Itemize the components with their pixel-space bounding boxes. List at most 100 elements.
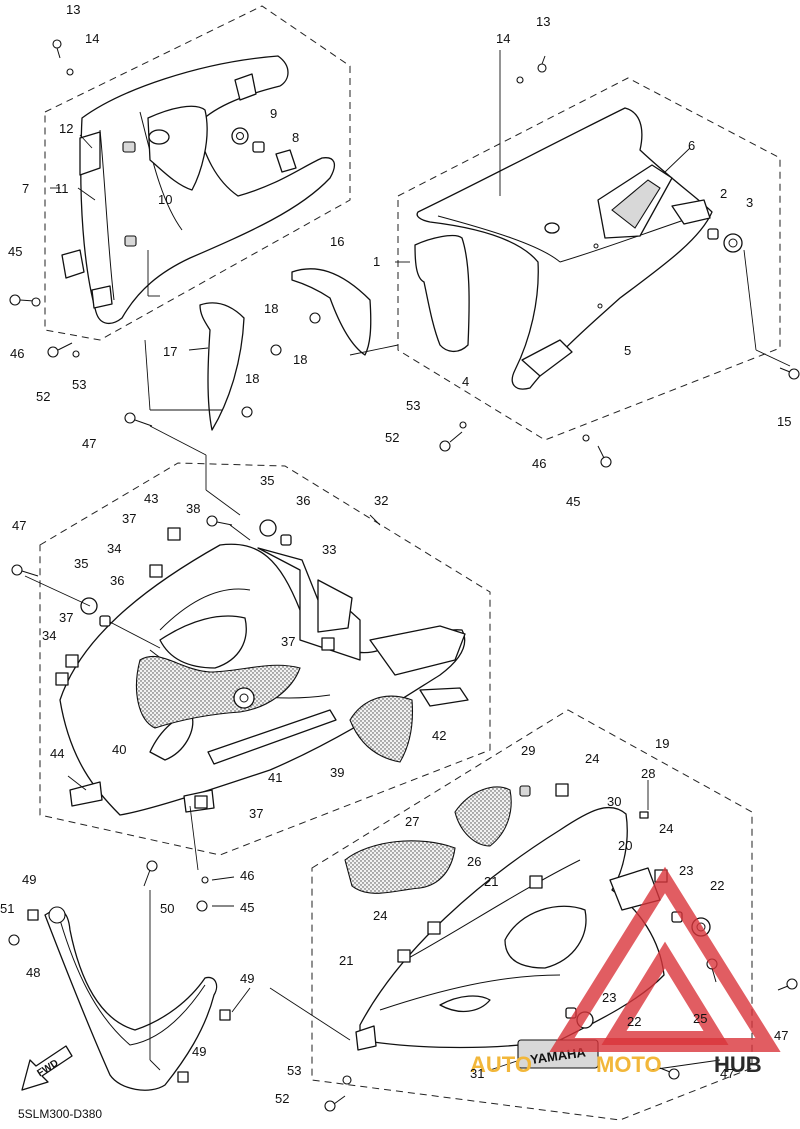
callout-45b: 45 <box>566 494 580 509</box>
callout-labels: 1 2 3 4 5 6 7 8 9 10 11 12 13 14 13 14 1… <box>0 2 791 1106</box>
part-40-pad <box>136 655 301 729</box>
group-boundary-19 <box>311 709 753 1121</box>
callout-22a: 22 <box>710 878 724 893</box>
callout-14b: 14 <box>496 31 510 46</box>
watermark-logo: AUTO MOTO HUB <box>470 866 781 1077</box>
callout-19: 19 <box>655 736 669 751</box>
callout-24c: 24 <box>373 908 387 923</box>
callout-21b: 21 <box>339 953 353 968</box>
callout-32: 32 <box>374 493 388 508</box>
callout-23a: 23 <box>679 863 693 878</box>
part-19-lower-cowling: YAMAHA <box>355 806 665 1069</box>
callout-34a: 34 <box>107 541 121 556</box>
callout-35a: 35 <box>260 473 274 488</box>
watermark-text-hub: HUB <box>714 1052 762 1077</box>
callout-3: 3 <box>746 195 753 210</box>
callout-48: 48 <box>26 965 40 980</box>
callout-24b: 24 <box>659 821 673 836</box>
callout-37c: 37 <box>281 634 295 649</box>
callout-47b: 47 <box>12 518 26 533</box>
callout-30: 30 <box>607 794 621 809</box>
part-8-collar <box>252 141 265 153</box>
callout-44: 44 <box>50 746 64 761</box>
group-boundary-1 <box>397 77 781 441</box>
callout-47d: 47 <box>720 1066 734 1081</box>
callout-15: 15 <box>777 414 791 429</box>
callout-13b: 13 <box>536 14 550 29</box>
callout-51: 51 <box>0 901 14 916</box>
callout-46b: 46 <box>532 456 546 471</box>
callout-36a: 36 <box>296 493 310 508</box>
callout-17: 17 <box>163 344 177 359</box>
callout-11: 11 <box>55 181 69 196</box>
callout-25: 25 <box>693 1011 707 1026</box>
callout-45c: 45 <box>240 900 254 915</box>
callout-9: 9 <box>270 106 277 121</box>
callout-8: 8 <box>292 130 299 145</box>
callout-45a: 45 <box>8 244 22 259</box>
callout-20: 20 <box>618 838 632 853</box>
callout-12: 12 <box>59 121 73 136</box>
part-4-inner-panel <box>414 234 470 353</box>
callout-35b: 35 <box>74 556 88 571</box>
callout-13: 13 <box>66 2 80 17</box>
callout-29: 29 <box>521 743 535 758</box>
callout-5: 5 <box>624 343 631 358</box>
callout-52a: 52 <box>36 389 50 404</box>
leader-lines <box>24 50 791 1071</box>
callout-53b: 53 <box>406 398 420 413</box>
callout-37b: 37 <box>59 610 73 625</box>
part-35-grommet-center <box>233 687 255 709</box>
callout-37a: 37 <box>122 511 136 526</box>
callout-53a: 53 <box>72 377 86 392</box>
part-17-bracket <box>199 302 245 431</box>
callout-7: 7 <box>22 181 29 196</box>
part-26-pad <box>454 786 512 847</box>
callout-34b: 34 <box>42 628 56 643</box>
callout-49b: 49 <box>240 971 254 986</box>
part-29-collar <box>519 785 531 797</box>
callout-28: 28 <box>641 766 655 781</box>
callout-52c: 52 <box>275 1091 289 1106</box>
callout-41: 41 <box>268 770 282 785</box>
callout-6: 6 <box>688 138 695 153</box>
watermark-text-auto: AUTO <box>470 1052 532 1077</box>
callout-26: 26 <box>467 854 481 869</box>
callout-49a: 49 <box>22 872 36 887</box>
callout-31: 31 <box>470 1066 484 1081</box>
callout-23b: 23 <box>602 990 616 1005</box>
callout-18a: 18 <box>264 301 278 316</box>
group-boundary-32 <box>39 462 491 856</box>
callout-36b: 36 <box>110 573 124 588</box>
callout-53c: 53 <box>287 1063 301 1078</box>
part-3-grommet <box>723 233 743 253</box>
part-27-pad <box>344 840 456 894</box>
callout-43: 43 <box>144 491 158 506</box>
callout-10: 10 <box>158 192 172 207</box>
callout-2: 2 <box>720 186 727 201</box>
callout-38: 38 <box>186 501 200 516</box>
part-48-bracket <box>44 909 218 1091</box>
part-41-strip <box>207 709 337 765</box>
part-7-left-side-cowling <box>61 55 336 324</box>
part-39-pad <box>349 695 413 763</box>
group-boundary-7 <box>44 5 351 341</box>
part-9-grommet <box>231 127 249 145</box>
callout-50: 50 <box>160 901 174 916</box>
part-2-collar <box>707 228 719 240</box>
part-16-bracket <box>291 268 372 356</box>
callout-46c: 46 <box>240 868 254 883</box>
callout-1: 1 <box>373 254 380 269</box>
callout-46a: 46 <box>10 346 24 361</box>
fwd-arrow-icon: FWD <box>21 1045 73 1091</box>
callout-27: 27 <box>405 814 419 829</box>
callout-33: 33 <box>322 542 336 557</box>
callout-21a: 21 <box>484 874 498 889</box>
callout-52b: 52 <box>385 430 399 445</box>
callout-39: 39 <box>330 765 344 780</box>
callout-49c: 49 <box>192 1044 206 1059</box>
callout-14: 14 <box>85 31 99 46</box>
callout-37d: 37 <box>249 806 263 821</box>
watermark-text-moto: MOTO <box>596 1052 662 1077</box>
